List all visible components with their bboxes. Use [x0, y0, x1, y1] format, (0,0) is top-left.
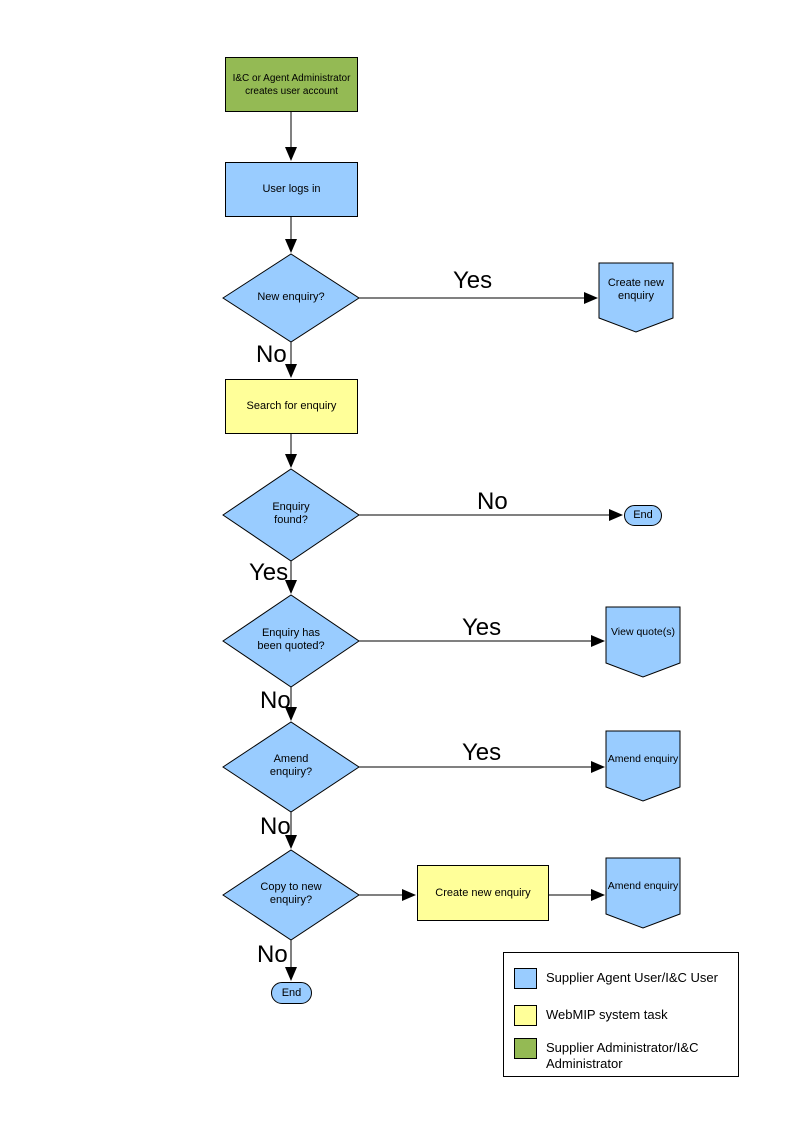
edge-label-copy-no: No — [257, 941, 288, 968]
decision-amend-enquiry-label: Amend enquiry? — [269, 753, 313, 778]
connector-amend-enquiry-2 — [605, 857, 681, 929]
connector-amend-enquiry-1 — [605, 730, 681, 802]
decision-enquiry-found-label: Enquiry found? — [272, 501, 310, 526]
legend-label-admin: Supplier Administrator/I&C Administrator — [546, 1040, 699, 1071]
edge-label-enquiry-found-no: No — [477, 488, 508, 515]
connector-create-new-enquiry — [598, 262, 674, 333]
legend-swatch-user-icon — [514, 968, 537, 989]
decision-copy-to-new — [222, 849, 360, 941]
connector-view-quotes-label: View quote(s) — [610, 626, 675, 638]
process-search-for-enquiry: Search for enquiry — [225, 379, 358, 434]
process-user-logs-in: User logs in — [225, 162, 358, 217]
legend-swatch-admin-icon — [514, 1038, 537, 1059]
decision-new-enquiry — [222, 253, 360, 343]
edge-label-enquiry-found-yes: Yes — [249, 559, 289, 586]
decision-amend-enquiry — [222, 721, 360, 813]
legend-row-task: WebMIP system task — [514, 1005, 668, 1026]
edge-label-quoted-yes: Yes — [462, 614, 502, 641]
terminator-end-2: End — [271, 982, 312, 1004]
legend-row-admin: Supplier Administrator/I&C Administrator — [514, 1038, 698, 1072]
connector-view-quotes — [605, 606, 681, 678]
legend-label-user: Supplier Agent User/I&C User — [546, 970, 718, 985]
edge-label-new-enquiry-yes: Yes — [453, 267, 493, 294]
legend-label-task: WebMIP system task — [546, 1007, 668, 1022]
edge-label-amend-yes: Yes — [462, 739, 502, 766]
connector-amend-enquiry-2-label: Amend enquiry — [607, 880, 679, 892]
decision-copy-to-new-label: Copy to new enquiry? — [260, 881, 322, 906]
process-create-new-enquiry: Create new enquiry — [417, 865, 549, 921]
connector-create-new-enquiry-label: Create new enquiry — [607, 277, 665, 302]
legend-row-user: Supplier Agent User/I&C User — [514, 968, 718, 989]
terminator-end-1: End — [624, 505, 662, 526]
decision-enquiry-found — [222, 468, 360, 562]
edge-label-new-enquiry-no: No — [256, 341, 287, 368]
legend-box: Supplier Agent User/I&C User WebMIP syst… — [503, 952, 739, 1077]
edge-label-amend-no: No — [260, 813, 291, 840]
edge-label-quoted-no: No — [260, 687, 291, 714]
process-admin-creates-account: I&C or Agent Administrator creates user … — [225, 57, 358, 112]
connector-amend-enquiry-1-label: Amend enquiry — [607, 753, 679, 765]
legend-swatch-task-icon — [514, 1005, 537, 1026]
decision-new-enquiry-label: New enquiry? — [257, 291, 325, 303]
decision-enquiry-quoted-label: Enquiry has been quoted? — [257, 627, 325, 652]
decision-enquiry-quoted — [222, 594, 360, 688]
